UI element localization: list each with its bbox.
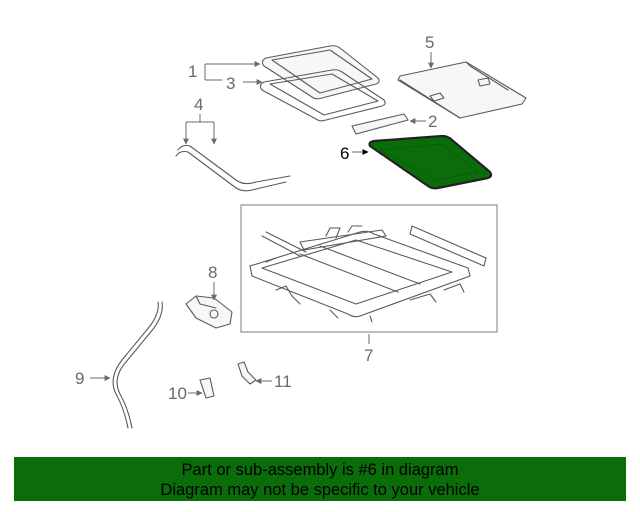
callout-4: 4 bbox=[194, 95, 203, 114]
part-10-bracket[interactable] bbox=[199, 377, 215, 399]
callout-1: 1 bbox=[188, 62, 197, 81]
part-2-deflector[interactable] bbox=[351, 113, 409, 135]
leaders-4 bbox=[183, 114, 217, 145]
parts-diagram: 1 3 5 2 4 6 bbox=[75, 33, 527, 429]
part-7-frame-assembly[interactable] bbox=[240, 204, 498, 333]
callout-9: 9 bbox=[75, 369, 84, 388]
callout-5: 5 bbox=[425, 33, 434, 52]
info-banner: Part or sub-assembly is #6 in diagram Di… bbox=[14, 457, 626, 501]
part-8-motor[interactable] bbox=[185, 295, 233, 329]
part-5-sunshade[interactable] bbox=[397, 61, 527, 119]
callout-8: 8 bbox=[208, 263, 217, 282]
callout-6: 6 bbox=[340, 144, 349, 163]
part-4-side-rail[interactable] bbox=[175, 144, 291, 192]
callout-2: 2 bbox=[428, 112, 437, 131]
callout-3: 3 bbox=[226, 74, 235, 93]
part-6-highlighted[interactable] bbox=[368, 134, 493, 190]
callout-11: 11 bbox=[274, 372, 292, 391]
banner-line-disclaimer: Diagram may not be specific to your vehi… bbox=[160, 481, 480, 499]
part-11-clip[interactable] bbox=[237, 361, 257, 385]
part-3-weatherstrip[interactable] bbox=[259, 69, 386, 122]
leaders-1-3 bbox=[204, 61, 263, 85]
callout-10: 10 bbox=[168, 384, 187, 403]
part-9-drive-cable[interactable] bbox=[112, 301, 163, 429]
callout-7: 7 bbox=[364, 346, 373, 365]
banner-line-part-info: Part or sub-assembly is #6 in diagram bbox=[181, 461, 459, 479]
